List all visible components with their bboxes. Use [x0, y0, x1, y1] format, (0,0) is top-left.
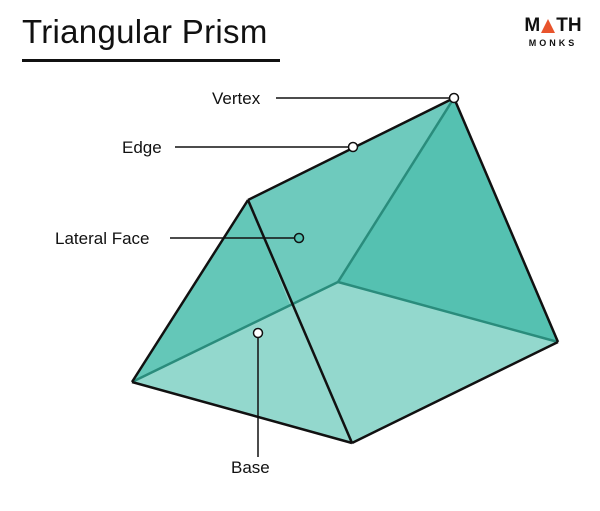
- brand-subtitle: MONKS: [528, 38, 578, 48]
- vertex-marker: [448, 92, 460, 104]
- hidden-edges: [131, 97, 559, 384]
- base-marker: [252, 327, 264, 339]
- lateral-face-marker: [293, 232, 305, 244]
- edge-marker: [347, 141, 359, 153]
- brand-name-part1: M: [524, 15, 541, 36]
- title-underline: [22, 59, 280, 62]
- vertex-label: Vertex: [212, 89, 261, 108]
- edge-label: Edge: [122, 138, 162, 157]
- brand-logo: M TH MONKS: [524, 14, 582, 49]
- back-triangle-face: [338, 98, 558, 342]
- triangle-logo-icon: [541, 19, 556, 33]
- lateral-face-label: Lateral Face: [55, 229, 150, 248]
- page-title: Triangular Prism: [22, 13, 268, 50]
- leader-lines: [170, 97, 450, 457]
- base-label: Base: [231, 458, 270, 477]
- brand-name-part2: TH: [556, 15, 582, 36]
- front-triangle-shade: [132, 200, 290, 382]
